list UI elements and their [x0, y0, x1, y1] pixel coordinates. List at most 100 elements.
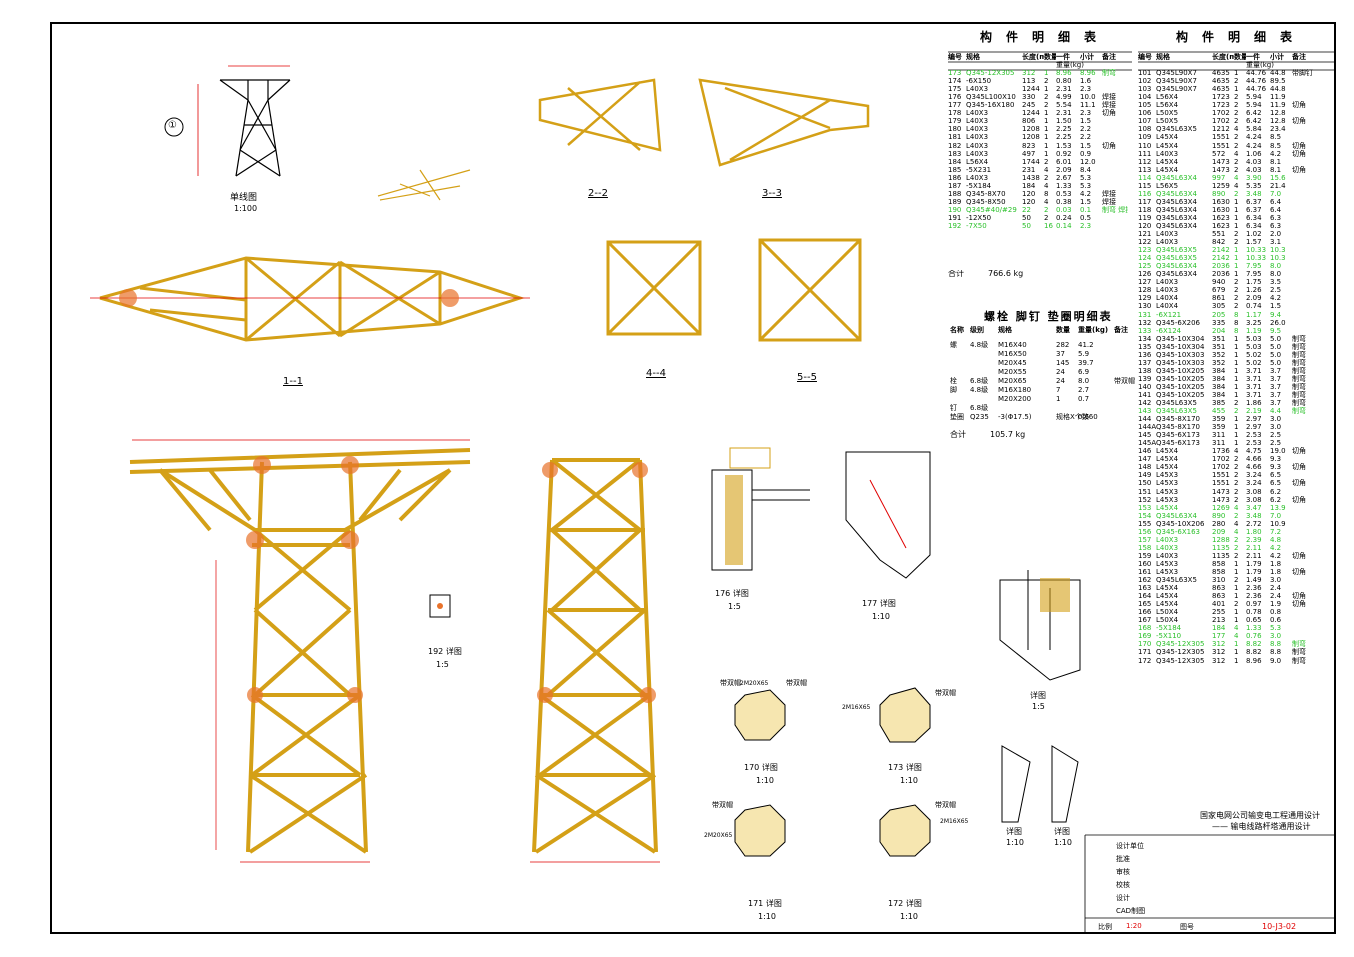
bolt-table-total: 合计 105.7 kg — [950, 430, 1144, 439]
table-cell: 5.0 — [1270, 358, 1282, 367]
table-cell: 1.5 — [1080, 197, 1092, 206]
dual-nut-note-1: 带双帽 — [720, 679, 741, 687]
header-cell: 名称 — [950, 326, 964, 334]
table-cell: 44.8 — [1270, 85, 1286, 94]
table-cell: 126 — [1138, 270, 1152, 279]
table-cell: 10.3 — [1270, 254, 1286, 263]
org-line-2: —— 输电线路杆塔通用设计 — [1212, 822, 1311, 831]
table-cell — [1292, 302, 1318, 310]
table-cell: 4.8 — [1270, 535, 1282, 544]
table-cell — [1292, 270, 1318, 278]
table-cell — [1292, 198, 1318, 206]
table-cell: 9.3 — [1270, 463, 1282, 472]
total-value: 766.6 kg — [988, 270, 1024, 279]
bolt-cell: 6.8级 — [970, 377, 989, 385]
bolt-cell: 钉 — [950, 404, 957, 412]
table-cell: 13.9 — [1270, 503, 1286, 512]
table-cell: 8.1 — [1270, 165, 1282, 174]
table-cell: 带脚钉 — [1292, 69, 1313, 78]
table-cell: L56X5 — [1156, 181, 1179, 190]
table-cell: 2 — [1044, 101, 1049, 110]
table-cell: 1702 — [1212, 117, 1230, 126]
table-cell: 1.5 — [1270, 302, 1282, 311]
bolt-cell: M20X200 — [998, 395, 1032, 403]
table-cell: 184 — [948, 157, 962, 166]
table-cell: 1.26 — [1246, 286, 1262, 295]
table-cell — [1292, 214, 1318, 222]
table-cell: 切角 — [1292, 495, 1306, 504]
bolt-cell: 282 — [1056, 341, 1070, 349]
table-cell: 130 — [1138, 302, 1152, 311]
table-cell: 10.33 — [1246, 246, 1267, 255]
table-cell: 切角 — [1102, 109, 1116, 118]
table-cell: 3.7 — [1270, 390, 1282, 399]
table-cell: 制弯 — [1292, 358, 1306, 367]
table-cell: L56X4 — [966, 157, 989, 166]
table-cell: 6.5 — [1270, 479, 1282, 488]
table-cell: 1 — [1234, 559, 1239, 568]
table-cell: 127 — [1138, 278, 1152, 287]
org-line-1: 国家电网公司输变电工程通用设计 — [1200, 811, 1320, 820]
table-cell: 2 — [1044, 213, 1049, 222]
bolt-cell: 2.7 — [1078, 386, 1090, 394]
table-cell: 21.4 — [1270, 181, 1286, 190]
table-cell: 1.5 — [1080, 141, 1092, 150]
table-cell: 806 — [1022, 117, 1036, 126]
table-cell: Q345L63X5 — [1156, 399, 1197, 408]
table-cell: L45X3 — [1156, 559, 1179, 568]
table-cell: 4.4 — [1270, 407, 1282, 416]
table-cell: 161 — [1138, 568, 1152, 576]
table-cell: 231 — [1022, 165, 1036, 174]
table-cell: 2 — [1234, 278, 1239, 287]
table-cell: 455 — [1212, 407, 1226, 416]
table-cell: 162 — [1138, 576, 1152, 585]
table-cell: 1 — [1234, 85, 1239, 94]
section-4-4 — [606, 240, 702, 336]
table-cell — [1102, 222, 1128, 230]
table-cell — [1102, 214, 1128, 222]
table-cell: 2 — [1234, 165, 1239, 174]
table-cell: 1 — [1234, 221, 1239, 230]
table-cell: 863 — [1212, 584, 1226, 593]
table-cell: 1 — [1234, 246, 1239, 255]
table-cell: 6.5 — [1270, 471, 1282, 480]
header-cell: 规格 — [998, 326, 1012, 334]
table-cell: 2.25 — [1056, 125, 1072, 134]
table-cell: 2 — [1234, 535, 1239, 544]
table-cell: 2.4 — [1270, 592, 1282, 601]
table-cell: 107 — [1138, 117, 1152, 126]
table-cell: 102 — [1138, 77, 1152, 86]
table-cell: 385 — [1212, 399, 1226, 408]
table-cell — [1292, 455, 1318, 463]
table-cell: 0.92 — [1056, 149, 1072, 158]
table-cell: 8 — [1044, 189, 1049, 198]
table-cell: 1244 — [1022, 85, 1040, 94]
detail-192-scale: 1:5 — [436, 660, 449, 669]
table-cell: 2.5 — [1270, 286, 1282, 295]
table-left-total: 合计 766.6 kg — [948, 270, 1128, 278]
table-cell: 1630 — [1212, 205, 1230, 214]
header-cell: 编号 — [1138, 53, 1152, 61]
table-cell: 44.8 — [1270, 69, 1286, 78]
title-block-role: CAD制图 — [1116, 907, 1146, 915]
table-cell: 焊接 — [1102, 93, 1116, 102]
table-cell: 0.03 — [1056, 205, 1072, 214]
table-cell: 6.42 — [1246, 109, 1262, 118]
table-cell: 164 — [1138, 592, 1152, 601]
table-cell: 1551 — [1212, 141, 1230, 150]
detail-173-scale: 1:10 — [900, 776, 918, 785]
table-cell: 2 — [1044, 205, 1049, 214]
table-cell: 312 — [1212, 640, 1226, 649]
table-cell — [1292, 512, 1318, 520]
table-cell: 制弯 — [1292, 407, 1306, 416]
table-cell: 146 — [1138, 447, 1152, 456]
table-cell: 121 — [1138, 230, 1152, 239]
table-cell: 制弯 — [1292, 366, 1306, 375]
